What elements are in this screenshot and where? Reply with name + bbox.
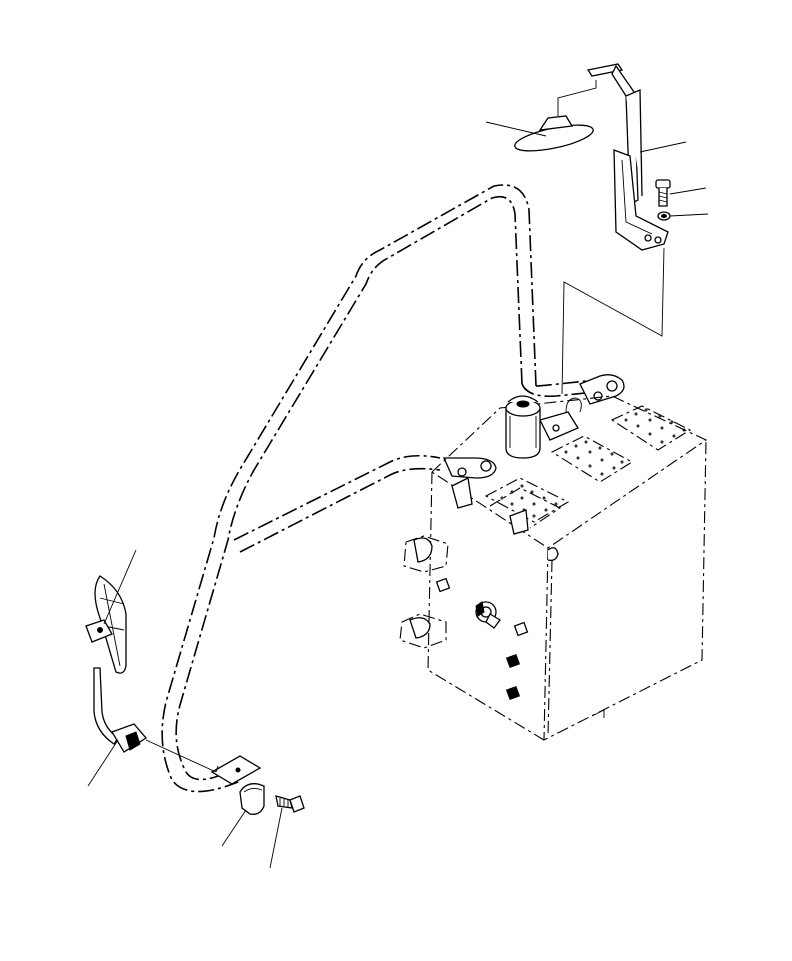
bolt — [655, 179, 671, 207]
face-nut-2 — [513, 621, 529, 637]
leader-mirror-stay — [87, 739, 119, 787]
rail-upper-clamp — [579, 374, 625, 405]
side-port — [547, 547, 559, 562]
leader-mirror-bracket — [639, 141, 687, 153]
leader-washer — [669, 213, 709, 217]
side-bracket-lower — [399, 613, 447, 649]
leader-rear-mirror — [485, 121, 547, 137]
rear-mirror — [514, 80, 597, 152]
washer — [657, 211, 671, 221]
face-nut-4 — [505, 685, 521, 701]
tank-body — [399, 395, 708, 741]
leader-side-mirror — [103, 549, 137, 625]
leader-bolt — [669, 187, 707, 195]
leader-clamp — [221, 809, 247, 847]
face-nut-1 — [435, 577, 451, 593]
cover-plate-2 — [550, 435, 634, 483]
leader-lines — [87, 121, 709, 869]
rail-lower-clamp — [442, 457, 497, 479]
mirror-bracket — [561, 63, 669, 395]
side-bracket-upper — [403, 535, 449, 573]
handrail — [161, 184, 597, 793]
face-nut-3 — [505, 653, 521, 669]
tank-lug-2 — [509, 509, 529, 535]
clamp — [239, 783, 265, 815]
cover-plate-3 — [610, 405, 692, 451]
tank-lug-1 — [451, 477, 473, 509]
mirror-stay — [93, 667, 219, 773]
filter — [505, 395, 541, 459]
level-gauge — [475, 601, 501, 629]
side-mirror — [85, 575, 127, 674]
leader-clamp-bolt — [269, 807, 283, 869]
clamp-bolt — [275, 795, 305, 813]
